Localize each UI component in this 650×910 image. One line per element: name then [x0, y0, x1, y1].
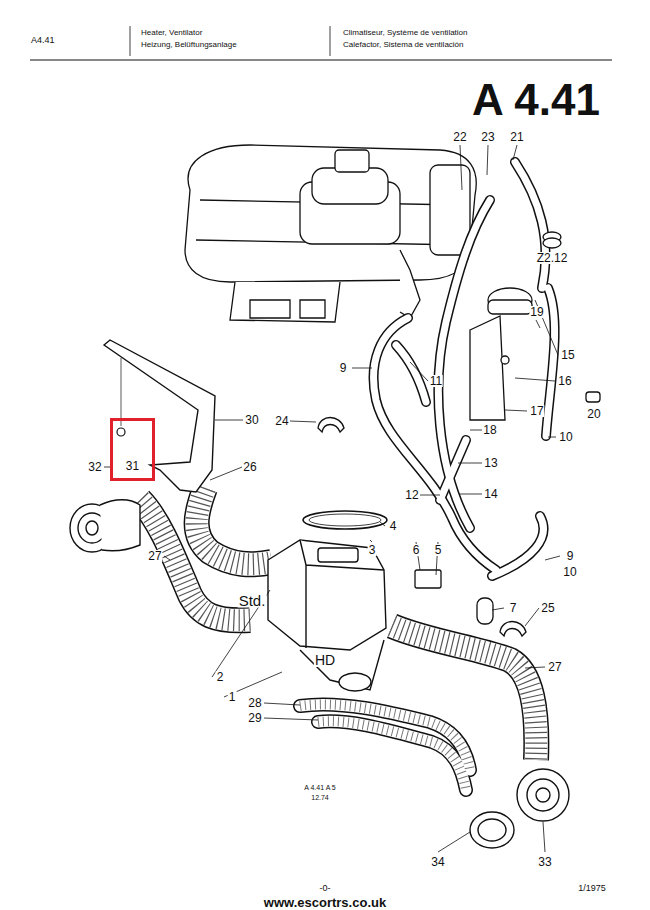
- header-text: Climatiseur, Système de ventilation: [342, 29, 469, 37]
- callout-number: 10: [562, 566, 577, 578]
- callout-number: 18: [482, 424, 497, 436]
- callout-number: 21: [509, 131, 524, 143]
- header-text: Calefactor, Sistema de ventilación: [342, 41, 465, 49]
- callout-number: 9: [339, 362, 348, 374]
- callout-number: 4: [389, 520, 398, 532]
- footer-text: 1/1975: [577, 884, 607, 893]
- callout-number: 10: [558, 431, 573, 443]
- header-text: Heater, Ventilator: [140, 29, 203, 37]
- footer-text: 12.74: [310, 794, 330, 801]
- callout-number: 30: [244, 414, 259, 426]
- callout-number: HD: [314, 653, 336, 667]
- callout-number: 27: [547, 661, 562, 673]
- callout-number: 27: [147, 550, 162, 562]
- callout-number: 26: [242, 461, 257, 473]
- callout-number: 2: [216, 671, 225, 683]
- callout-number: 22: [452, 131, 467, 143]
- footer-text: -0-: [319, 884, 332, 893]
- footer-text: A 4.41 A 5: [303, 784, 337, 791]
- callout-number: 12: [404, 489, 419, 501]
- callout-number: 33: [537, 856, 552, 868]
- footer-text: www.escortrs.co.uk: [263, 896, 387, 909]
- callout-number: 9: [566, 550, 575, 562]
- callout-number: 20: [586, 408, 601, 420]
- callout-number: 7: [509, 602, 518, 614]
- callout-number: 23: [480, 131, 495, 143]
- callout-number: 13: [483, 457, 498, 469]
- callout-number: 24: [274, 415, 289, 427]
- callout-number: 25: [540, 602, 555, 614]
- callout-number: 1: [228, 691, 237, 703]
- highlight-box: 31: [110, 418, 155, 481]
- callout-number: Z2.12: [536, 252, 569, 264]
- callout-number: Std.: [238, 593, 267, 608]
- header-text: Heizung, Belüftungsanlage: [140, 41, 238, 49]
- sheet-code: A4.41: [30, 36, 56, 45]
- callout-number: 28: [247, 697, 262, 709]
- callout-number: 19: [529, 306, 544, 318]
- callout-number: 29: [247, 712, 262, 724]
- callout-number: 6: [412, 544, 421, 556]
- callout-number: 5: [434, 544, 443, 556]
- callout-number: 3: [368, 544, 377, 556]
- page-title: A 4.41: [472, 78, 600, 122]
- callout-number: 31: [126, 460, 139, 472]
- callout-number: 17: [529, 405, 544, 417]
- callout-number: 14: [483, 488, 498, 500]
- callout-number: 15: [560, 349, 575, 361]
- callout-number: 34: [430, 856, 445, 868]
- callout-number: 11: [429, 375, 443, 387]
- callout-number: 16: [557, 375, 572, 387]
- callout-number: 32: [87, 461, 102, 473]
